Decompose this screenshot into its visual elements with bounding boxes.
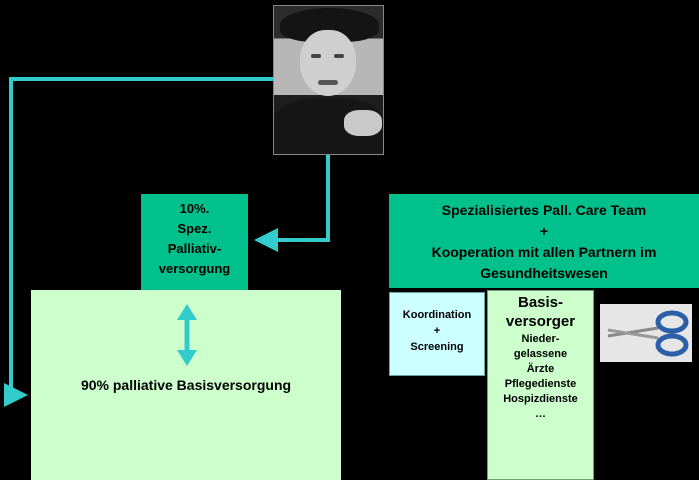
koord-line: Koordination <box>402 309 472 321</box>
basisversorger-box: Basis- versorger Nieder- gelassene Ärzte… <box>487 290 594 480</box>
basisversorger-item: gelassene <box>513 348 568 360</box>
koordination-box: Koordination + Screening <box>389 292 485 376</box>
koord-line: Screening <box>410 341 464 353</box>
photo-to-basis-arrow <box>4 77 274 407</box>
photo-to-spez-arrow <box>254 155 330 252</box>
person-photo <box>273 5 384 155</box>
spez-line: Palliativ- <box>167 241 222 256</box>
basisversorger-item: Nieder- <box>521 333 560 345</box>
basisversorger-item: Ärzte <box>526 363 555 375</box>
team-line: Gesundheitswesen <box>480 265 608 281</box>
scissors-icon <box>600 304 692 362</box>
team-line: Spezialisiertes Pall. Care Team <box>441 202 647 218</box>
team-line: Kooperation mit allen Partnern im <box>431 244 657 260</box>
basisversorger-title: Basis- <box>517 294 564 311</box>
spez-palliativversorgung-box: 10%. Spez. Palliativ- versorgung <box>141 194 248 290</box>
spez-line: Spez. <box>177 221 212 236</box>
team-line: + <box>539 223 549 239</box>
spez-line: versorgung <box>158 261 231 276</box>
koord-line: + <box>433 325 441 337</box>
basisversorger-item: Hospizdienste <box>503 393 578 405</box>
double-arrow-icon <box>177 304 197 366</box>
basisversorger-title: versorger <box>505 313 576 330</box>
basisversorger-item: … <box>535 408 546 420</box>
spez-line: 10%. <box>179 201 210 216</box>
pall-care-team-box: Spezialisiertes Pall. Care Team + Kooper… <box>389 194 699 288</box>
basisversorgung-label: 90% palliative Basisversorgung <box>80 377 292 393</box>
basisversorger-item: Pflegedienste <box>504 378 577 390</box>
